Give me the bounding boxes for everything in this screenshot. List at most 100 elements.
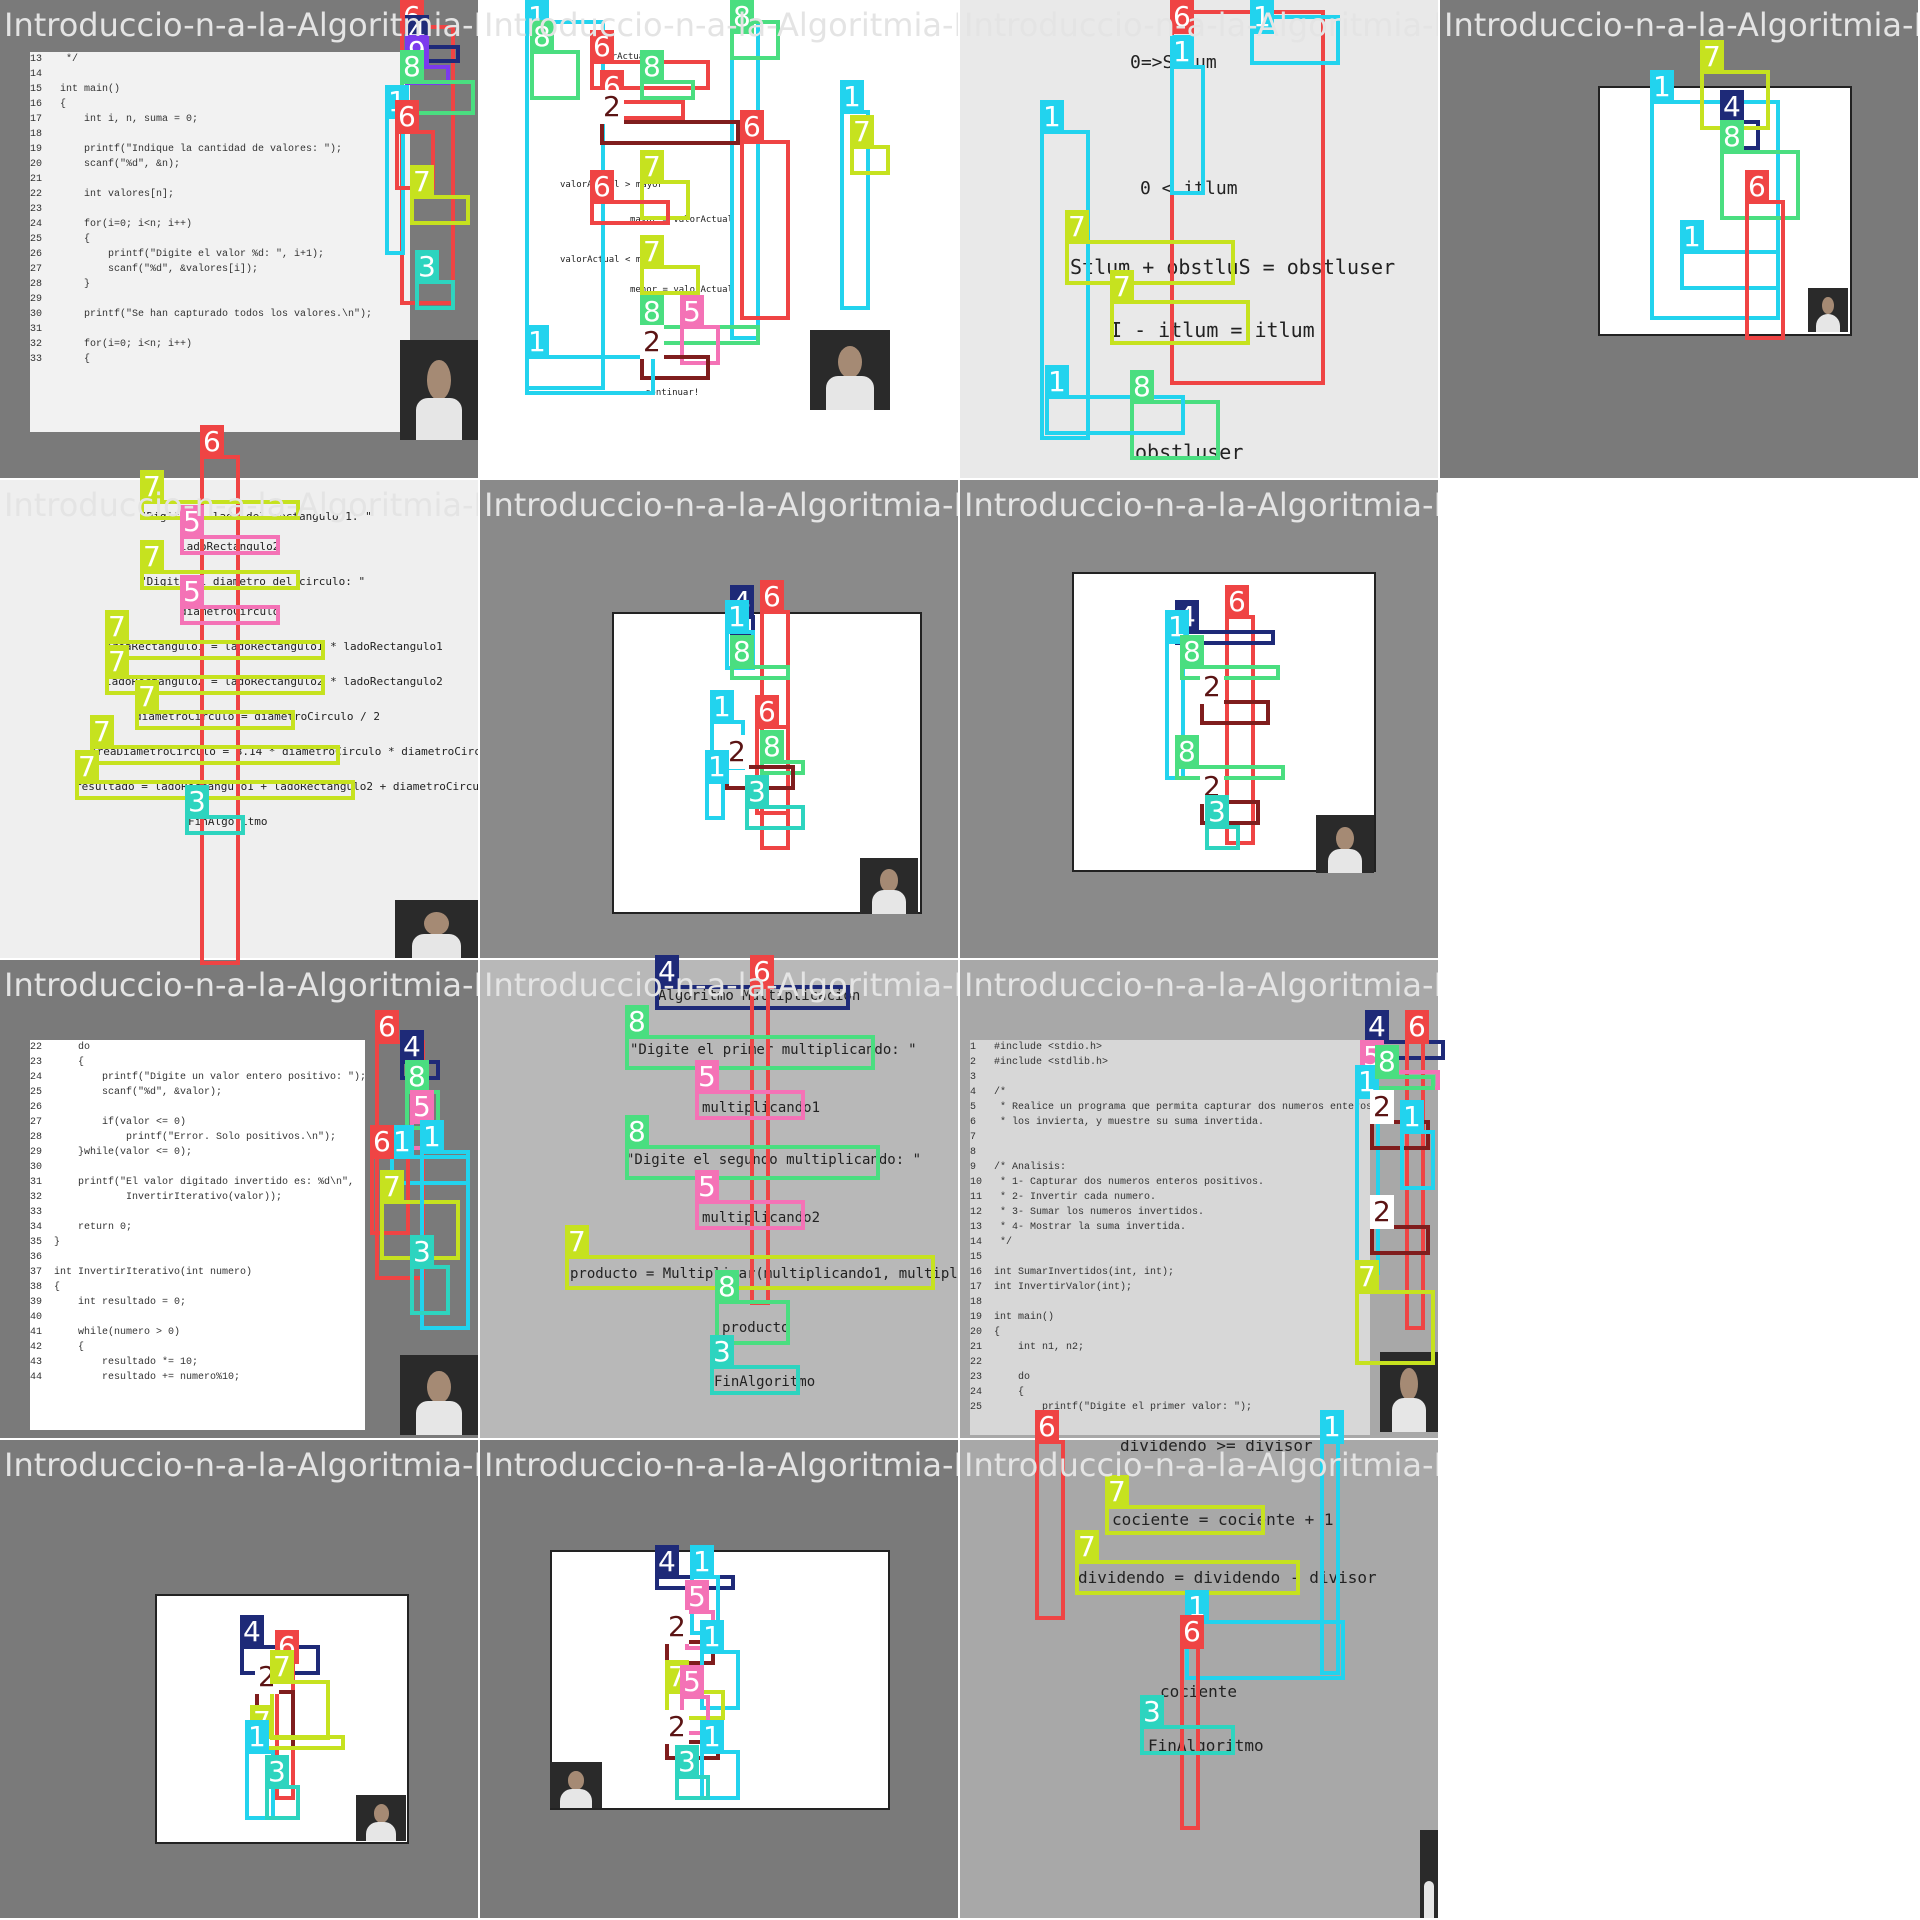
detection-label: 1 bbox=[700, 1620, 724, 1654]
detection-label: 2 bbox=[1200, 670, 1224, 704]
detection-box bbox=[640, 80, 695, 100]
detection-box bbox=[140, 500, 300, 520]
detection-box bbox=[730, 20, 780, 60]
detection-label: 1 bbox=[1250, 0, 1274, 34]
detection-label: 6 bbox=[375, 1010, 399, 1044]
code-line: 26 printf("Digite el valor %d: ", i+1); bbox=[30, 249, 325, 260]
detection-box bbox=[1130, 400, 1220, 460]
code-line: 17 int i, n, suma = 0; bbox=[30, 114, 199, 125]
detection-box bbox=[1175, 765, 1285, 780]
code-line: 42 { bbox=[30, 1342, 85, 1353]
detection-box bbox=[1185, 1620, 1345, 1680]
detection-box bbox=[1180, 665, 1280, 680]
flow-node: valorActual < menor bbox=[560, 255, 663, 265]
code-line: 2 #include <stdlib.h> bbox=[970, 1057, 1109, 1068]
detection-label: 6 bbox=[1225, 585, 1249, 619]
code-line: 41 while(numero > 0) bbox=[30, 1327, 181, 1338]
detection-box bbox=[730, 665, 790, 680]
detection-label: 1 bbox=[1320, 1410, 1344, 1444]
detection-box bbox=[1720, 150, 1800, 220]
detection-box bbox=[75, 780, 355, 800]
code-line: 27 scanf("%d", &valores[i]); bbox=[30, 264, 259, 275]
detection-box bbox=[1105, 1505, 1265, 1535]
detection-label: 3 bbox=[410, 1235, 434, 1269]
detection-label: 8 bbox=[640, 295, 664, 329]
tile-title: Introduccio-n-a-la-Algoritmia-Ejercicio- bbox=[484, 966, 958, 1004]
detection-box bbox=[1680, 250, 1780, 290]
detection-label: 1 bbox=[1400, 1100, 1424, 1134]
detection-box bbox=[90, 745, 340, 765]
detection-box bbox=[1140, 1725, 1235, 1755]
detection-label: 3 bbox=[185, 785, 209, 819]
code-line: 5 * Realice un programa que permita capt… bbox=[970, 1102, 1370, 1113]
webcam-thumbnail bbox=[860, 858, 918, 914]
detection-box bbox=[140, 570, 300, 590]
code-line: 8 bbox=[970, 1147, 977, 1158]
code-line: 43 resultado *= 10; bbox=[30, 1357, 199, 1368]
code-line: 6 * los invierta, y muestre su suma inve… bbox=[970, 1117, 1265, 1128]
webcam-thumbnail bbox=[1380, 1352, 1438, 1432]
code-editor[interactable]: 1 #include <stdio.h>2 #include <stdlib.h… bbox=[970, 1040, 1370, 1435]
detection-label: 3 bbox=[1205, 795, 1229, 829]
detection-box bbox=[410, 1265, 450, 1315]
code-line: 26 bbox=[30, 1102, 43, 1113]
detection-label: 4 bbox=[400, 1030, 424, 1064]
code-line: 10 * 1- Capturar dos numeros enteros pos… bbox=[970, 1177, 1265, 1188]
flow-node: "Digite el segundo multiplicando: " bbox=[626, 1152, 922, 1168]
code-line: 4 /* bbox=[970, 1087, 1007, 1098]
detection-label: 4 bbox=[1720, 90, 1744, 124]
detection-box bbox=[565, 1255, 935, 1290]
detection-label: 6 bbox=[1180, 1615, 1204, 1649]
detection-box bbox=[625, 1145, 880, 1180]
detection-box bbox=[530, 50, 580, 100]
code-line: 35 } bbox=[30, 1237, 61, 1248]
detection-label: 8 bbox=[405, 1060, 429, 1094]
detection-box bbox=[705, 780, 725, 820]
detection-label: 8 bbox=[1720, 120, 1744, 154]
detection-label: 8 bbox=[730, 0, 754, 34]
code-line: 32 for(i=0; i<n; i++) bbox=[30, 339, 193, 350]
detection-label: 8 bbox=[530, 20, 554, 54]
code-line: 31 bbox=[30, 324, 43, 335]
tile-title: Introduccio-n-a-la-Algoritmia-Ejercicio- bbox=[964, 966, 1438, 1004]
detection-label: 8 bbox=[400, 50, 424, 84]
detection-label: 8 bbox=[625, 1115, 649, 1149]
code-line: 13 * 4- Mostrar la suma invertida. bbox=[970, 1222, 1187, 1233]
code-line: 23 { bbox=[30, 1057, 85, 1068]
code-line: 36 bbox=[30, 1252, 43, 1263]
detection-label: 6 bbox=[590, 170, 614, 204]
detection-label: 7 bbox=[1105, 1475, 1129, 1509]
detection-box bbox=[410, 195, 470, 225]
tile-12: Introduccio-n-a-la-Algoritmia-Ejercicio- bbox=[480, 1440, 958, 1918]
detection-label: 6 bbox=[395, 100, 419, 134]
detection-label: 1 bbox=[245, 1720, 269, 1754]
code-line: 34 return 0; bbox=[30, 1222, 133, 1233]
detection-box bbox=[1200, 800, 1260, 825]
detection-box bbox=[1745, 200, 1785, 340]
detection-box bbox=[695, 1090, 805, 1120]
detection-label: 6 bbox=[755, 695, 779, 729]
detection-label: 7 bbox=[1355, 1260, 1379, 1294]
detection-label: 8 bbox=[1175, 735, 1199, 769]
code-line: 15 bbox=[970, 1252, 983, 1263]
detection-label: 7 bbox=[850, 115, 874, 149]
detection-label: 2 bbox=[640, 325, 664, 359]
detection-label: 7 bbox=[1065, 210, 1089, 244]
tile-11: Introduccio-n-a-la-Algoritmia-Ejercicio- bbox=[0, 1440, 478, 1918]
code-line: 9 /* Analisis: bbox=[970, 1162, 1067, 1173]
detection-label: 8 bbox=[760, 730, 784, 764]
code-line: 21 int n1, n2; bbox=[970, 1342, 1085, 1353]
detection-box bbox=[695, 1200, 805, 1230]
tile-4: Introduccio-n-a-la-Algoritmia-Ejercicio- bbox=[1440, 0, 1918, 478]
code-line: 22 bbox=[970, 1357, 983, 1368]
detection-box bbox=[1355, 1290, 1435, 1365]
detection-box bbox=[1170, 10, 1325, 385]
detection-label: 4 bbox=[655, 1545, 679, 1579]
detection-label: 7 bbox=[410, 165, 434, 199]
detection-label: 2 bbox=[725, 735, 749, 769]
detection-box bbox=[180, 535, 280, 555]
detection-label: 2 bbox=[600, 90, 624, 124]
